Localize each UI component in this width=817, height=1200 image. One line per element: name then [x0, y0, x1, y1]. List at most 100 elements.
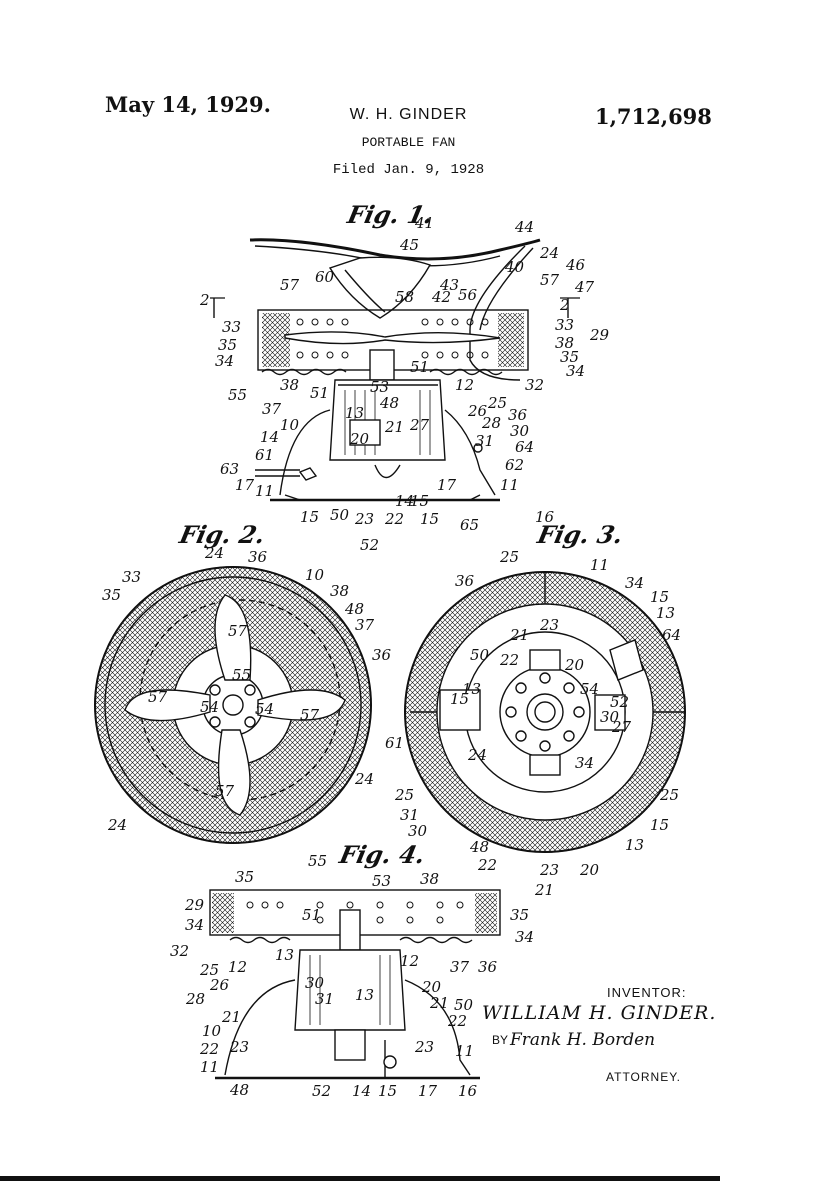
svg-text:37: 37: [355, 616, 375, 634]
svg-text:12: 12: [400, 952, 419, 970]
svg-text:15: 15: [650, 816, 669, 834]
svg-text:58: 58: [395, 288, 414, 306]
svg-text:41: 41: [414, 214, 434, 232]
svg-text:21: 21: [429, 994, 449, 1012]
svg-text:34: 34: [625, 574, 644, 592]
svg-text:38: 38: [330, 582, 349, 600]
svg-text:56: 56: [458, 286, 478, 304]
svg-text:51: 51: [310, 384, 329, 402]
svg-text:36: 36: [478, 958, 498, 976]
svg-text:55: 55: [232, 666, 251, 684]
svg-text:54: 54: [255, 700, 274, 718]
svg-text:38: 38: [555, 334, 574, 352]
svg-text:42: 42: [431, 288, 451, 306]
svg-text:25: 25: [499, 548, 519, 566]
svg-text:50: 50: [454, 996, 474, 1014]
svg-text:63: 63: [220, 460, 239, 478]
svg-text:32: 32: [525, 376, 544, 394]
svg-text:29: 29: [589, 326, 610, 344]
svg-text:22: 22: [447, 1012, 467, 1030]
svg-text:57: 57: [540, 271, 560, 289]
svg-text:51: 51: [410, 358, 429, 376]
svg-text:24: 24: [204, 544, 224, 562]
svg-text:52: 52: [360, 536, 379, 554]
svg-text:48: 48: [379, 394, 399, 412]
svg-text:35: 35: [510, 906, 529, 924]
svg-text:15: 15: [410, 492, 429, 510]
svg-text:15: 15: [300, 508, 319, 526]
svg-text:57: 57: [215, 782, 235, 800]
svg-text:62: 62: [505, 456, 524, 474]
svg-text:17: 17: [418, 1082, 438, 1100]
svg-text:54: 54: [580, 680, 599, 698]
svg-text:14: 14: [260, 428, 279, 446]
svg-text:38: 38: [420, 870, 439, 888]
svg-text:55: 55: [308, 852, 327, 870]
svg-text:14: 14: [395, 492, 414, 510]
svg-text:24: 24: [354, 770, 374, 788]
patent-number: 1,712,698: [595, 104, 712, 129]
svg-text:47: 47: [574, 278, 595, 296]
svg-text:15: 15: [420, 510, 439, 528]
svg-text:17: 17: [235, 476, 255, 494]
svg-text:20: 20: [579, 861, 600, 879]
svg-text:30: 30: [305, 974, 325, 992]
svg-text:57: 57: [280, 276, 300, 294]
svg-text:33: 33: [555, 316, 574, 334]
svg-text:36: 36: [508, 406, 528, 424]
svg-text:21: 21: [509, 626, 529, 644]
svg-text:36: 36: [248, 548, 268, 566]
svg-text:65: 65: [460, 516, 479, 534]
svg-text:24: 24: [539, 244, 559, 262]
svg-text:16: 16: [458, 1082, 478, 1100]
svg-text:20: 20: [421, 978, 442, 996]
svg-text:15: 15: [650, 588, 669, 606]
svg-text:21: 21: [384, 418, 404, 436]
svg-text:31: 31: [400, 806, 419, 824]
svg-text:55: 55: [228, 386, 247, 404]
svg-text:27: 27: [611, 718, 632, 736]
svg-text:34: 34: [515, 928, 534, 946]
svg-text:34: 34: [575, 754, 594, 772]
svg-text:17: 17: [437, 476, 457, 494]
svg-text:33: 33: [122, 568, 141, 586]
fig3-drawing: [404, 571, 686, 853]
svg-text:27: 27: [409, 416, 430, 434]
svg-text:25: 25: [199, 961, 219, 979]
bottom-rule: [0, 1176, 720, 1181]
svg-text:11: 11: [500, 476, 519, 494]
svg-text:34: 34: [185, 916, 204, 934]
svg-text:10: 10: [202, 1022, 222, 1040]
svg-text:10: 10: [280, 416, 300, 434]
svg-text:35: 35: [560, 348, 579, 366]
svg-text:48: 48: [344, 600, 364, 618]
svg-text:11: 11: [590, 556, 609, 574]
svg-text:57: 57: [228, 622, 248, 640]
svg-text:23: 23: [354, 510, 374, 528]
svg-text:57: 57: [300, 706, 320, 724]
svg-text:30: 30: [510, 422, 530, 440]
svg-text:35: 35: [218, 336, 237, 354]
inventor-signature: WILLIAM H. GINDER.: [482, 1002, 717, 1024]
svg-text:50: 50: [470, 646, 490, 664]
svg-text:50: 50: [330, 506, 350, 524]
svg-text:11: 11: [455, 1042, 474, 1060]
svg-text:22: 22: [477, 856, 497, 874]
fig4-drawing: [209, 889, 501, 1080]
svg-text:64: 64: [515, 438, 534, 456]
svg-text:23: 23: [414, 1038, 434, 1056]
svg-text:13: 13: [462, 680, 481, 698]
svg-text:12: 12: [455, 376, 474, 394]
svg-text:52: 52: [610, 693, 629, 711]
svg-text:23: 23: [539, 861, 559, 879]
svg-text:44: 44: [514, 218, 534, 236]
svg-text:23: 23: [229, 1038, 249, 1056]
inventor-header: W. H. GINDER: [349, 106, 468, 123]
svg-text:45: 45: [399, 236, 419, 254]
svg-text:20: 20: [564, 656, 585, 674]
attorney-label: ATTORNEY.: [606, 1070, 682, 1084]
svg-text:57: 57: [148, 688, 168, 706]
svg-text:48: 48: [469, 838, 489, 856]
svg-text:60: 60: [315, 268, 335, 286]
